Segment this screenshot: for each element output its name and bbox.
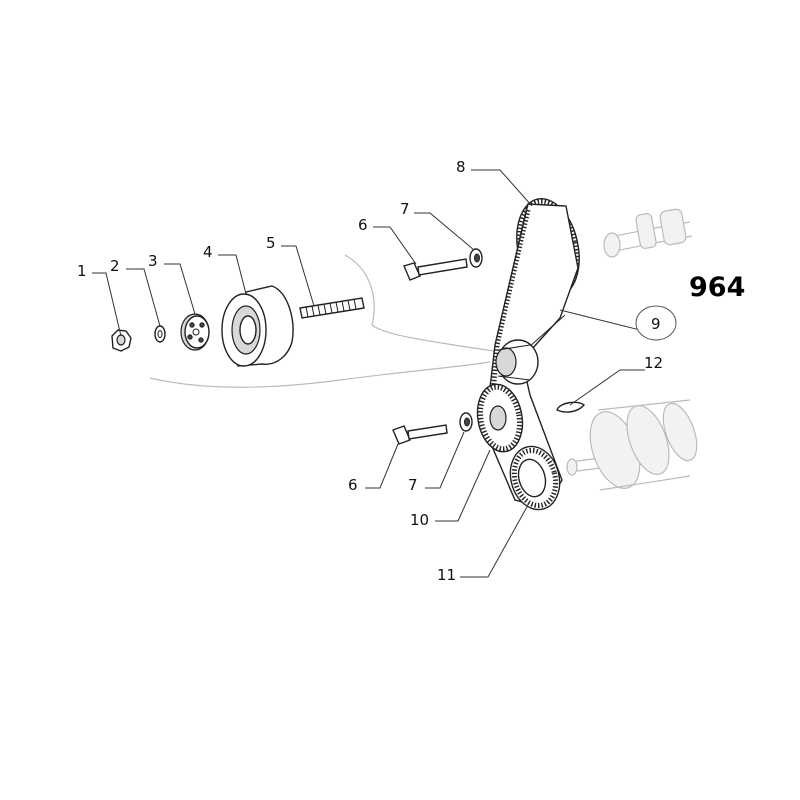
callout-4: 4 bbox=[203, 243, 213, 261]
callout-11: 11 bbox=[437, 566, 456, 584]
callout-5: 5 bbox=[266, 234, 276, 252]
bolt-lower bbox=[392, 424, 448, 445]
crankshaft-pulley bbox=[476, 383, 524, 453]
nut bbox=[111, 329, 132, 352]
callout-9-bubble bbox=[635, 305, 677, 341]
callout-6-upper: 6 bbox=[358, 216, 368, 234]
callout-12: 12 bbox=[644, 354, 663, 372]
washer-upper bbox=[469, 248, 483, 268]
leader-lines bbox=[92, 169, 645, 578]
callout-6-lower: 6 bbox=[348, 476, 358, 494]
auxiliary-belt bbox=[509, 445, 561, 511]
callout-9: 9 bbox=[651, 315, 661, 333]
callout-8: 8 bbox=[456, 158, 466, 176]
tensioner-roller bbox=[495, 339, 539, 385]
engine-outline bbox=[149, 254, 501, 388]
camshaft-background bbox=[603, 208, 693, 258]
diagram-code: 964 bbox=[689, 272, 745, 303]
callout-7-lower: 7 bbox=[408, 476, 418, 494]
washer bbox=[154, 325, 166, 343]
idler-pulley bbox=[221, 285, 294, 367]
bolt-upper bbox=[403, 258, 468, 281]
woodruff-key bbox=[556, 401, 585, 413]
callout-1: 1 bbox=[77, 262, 87, 280]
callout-10: 10 bbox=[410, 511, 429, 529]
flange-plate bbox=[180, 313, 210, 351]
callout-2: 2 bbox=[110, 257, 120, 275]
callout-3: 3 bbox=[148, 252, 158, 270]
threaded-stud bbox=[299, 297, 365, 319]
washer-lower bbox=[459, 412, 473, 432]
crankshaft-background bbox=[566, 399, 698, 491]
callout-7-upper: 7 bbox=[400, 200, 410, 218]
